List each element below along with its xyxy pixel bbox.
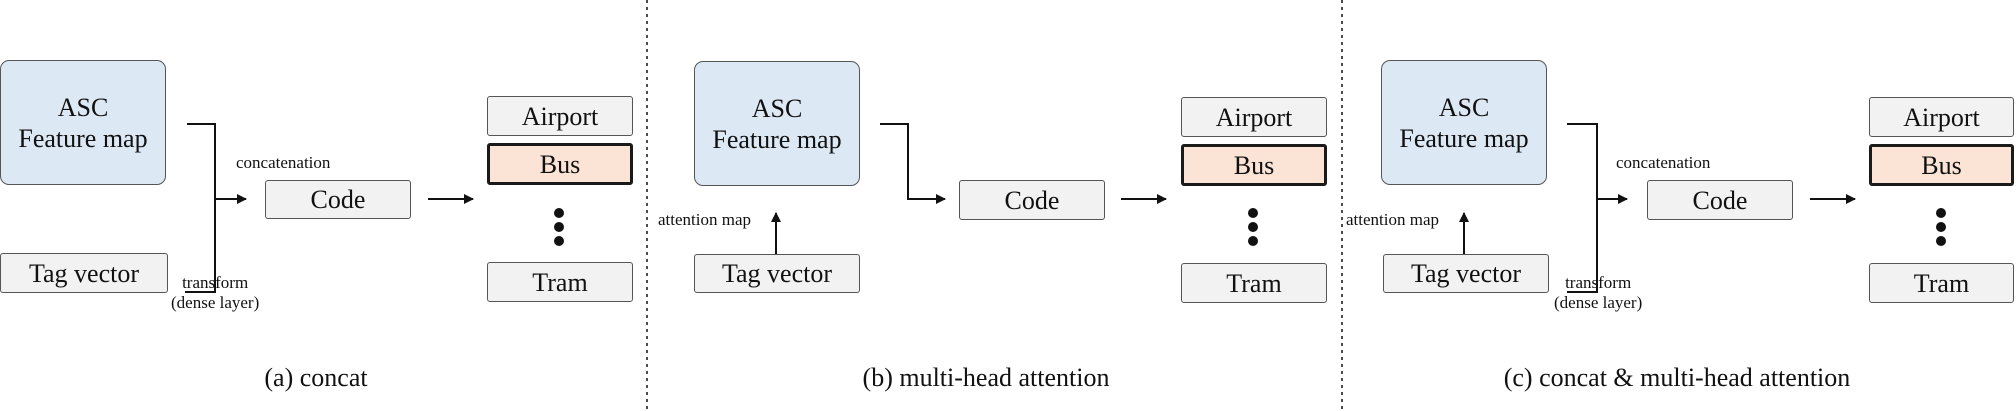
ellipsis-dot-b1 [1248, 208, 1258, 218]
class-tram-label: Tram [1913, 268, 1970, 298]
transform-text: transform [1565, 273, 1632, 292]
class-tram-c: Tram [1869, 263, 2014, 303]
feature-map-line1: ASC [57, 92, 109, 122]
caption-b: (b) multi-head attention [862, 363, 1110, 392]
tag-vector-label: Tag vector [1410, 259, 1522, 288]
ellipsis-dot-b2 [1248, 222, 1258, 232]
feature-map-box-b: ASC Feature map [694, 61, 860, 186]
code-label: Code [310, 185, 366, 214]
ellipsis-dot-a1 [554, 208, 564, 218]
connector-c-merge [1567, 123, 1598, 293]
code-label: Code [1692, 185, 1748, 215]
connector-b-feature [880, 123, 946, 204]
class-tram-b: Tram [1181, 263, 1327, 303]
feature-map-box-c: ASC Feature map [1381, 60, 1547, 185]
tag-vector-box-a: Tag vector [0, 253, 168, 293]
concatenation-label-c: concatenation [1616, 153, 1711, 172]
ellipsis-dot-c1 [1936, 208, 1946, 218]
transform-label-a: transform (dense layer) [171, 273, 259, 313]
caption-c: (c) concat & multi-head attention [1503, 363, 1851, 392]
class-bus-label: Bus [539, 149, 581, 179]
transform-label-c: transform (dense layer) [1554, 273, 1642, 313]
feature-map-line1: ASC [751, 93, 803, 123]
class-airport-label: Airport [1215, 102, 1293, 132]
ellipsis-dot-a2 [554, 222, 564, 232]
concatenation-label-a: concatenation [236, 153, 331, 172]
class-airport-label: Airport [1903, 102, 1980, 132]
class-airport-b: Airport [1181, 97, 1327, 137]
connector-a-merge [185, 123, 216, 293]
class-tram-label: Tram [532, 267, 588, 297]
dense-layer-text: (dense layer) [171, 293, 260, 312]
feature-map-line1: ASC [1438, 92, 1490, 122]
class-bus-label: Bus [1921, 150, 1962, 180]
attention-map-label-c: attention map [1346, 210, 1440, 229]
class-airport-label: Airport [521, 101, 599, 131]
code-box-a: Code [265, 180, 411, 219]
ellipsis-dot-a3 [554, 236, 564, 246]
class-tram-a: Tram [487, 262, 633, 302]
tag-vector-label: Tag vector [721, 259, 833, 288]
ellipsis-dot-c3 [1936, 236, 1946, 246]
feature-map-line2: Feature map [1399, 123, 1529, 153]
transform-text: transform [182, 273, 249, 292]
class-bus-b: Bus [1181, 144, 1327, 186]
tag-vector-box-c: Tag vector [1383, 254, 1549, 293]
code-box-b: Code [959, 180, 1105, 220]
code-label: Code [1004, 185, 1060, 215]
feature-map-line2: Feature map [712, 124, 842, 154]
class-bus-c: Bus [1869, 144, 2014, 186]
class-airport-a: Airport [487, 96, 633, 136]
caption-a: (a) concat [264, 363, 368, 392]
feature-map-box-a: ASC Feature map [0, 60, 166, 185]
class-tram-label: Tram [1226, 268, 1282, 298]
tag-vector-box-b: Tag vector [694, 254, 860, 293]
dense-layer-text: (dense layer) [1554, 293, 1643, 312]
tag-vector-label: Tag vector [28, 258, 140, 288]
feature-map-line2: Feature map [18, 123, 148, 153]
class-bus-label: Bus [1233, 150, 1275, 180]
code-box-c: Code [1647, 180, 1793, 220]
class-airport-c: Airport [1869, 97, 2014, 137]
ellipsis-dot-b3 [1248, 236, 1258, 246]
ellipsis-dot-c2 [1936, 222, 1946, 232]
class-bus-a: Bus [487, 143, 633, 185]
attention-map-label-b: attention map [658, 210, 752, 229]
